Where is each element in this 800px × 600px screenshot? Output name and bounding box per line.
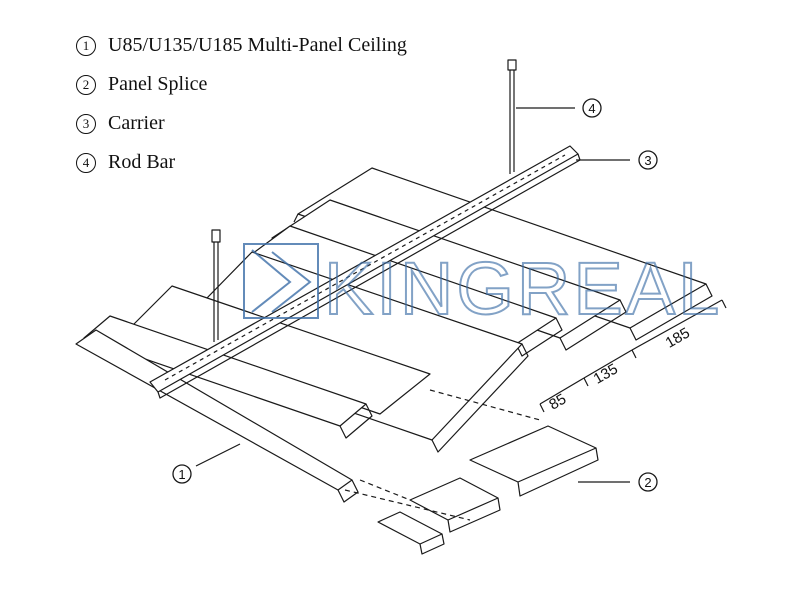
watermark-text: KINGREAL [324,247,722,330]
legend-item: 1 U85/U135/U185 Multi-Panel Ceiling [76,26,407,65]
dimension-85: 85 [546,391,569,414]
callout-2: 2 [638,472,658,492]
panel-splice [377,511,445,555]
callout-4-label: 4 [588,101,595,116]
callout-4: 4 [582,98,602,118]
panel-front-long [75,329,359,503]
legend: 1 U85/U135/U185 Multi-Panel Ceiling 2 Pa… [76,26,407,182]
carrier [149,145,581,399]
panel-185 [293,167,713,341]
panel-85-front [83,315,373,439]
legend-item: 2 Panel Splice [76,65,407,104]
panel-splice [409,477,501,533]
leader-lines [195,107,630,483]
rod-bar [211,229,221,342]
panel-splice [469,425,599,497]
kingreal-logo: KINGREAL [243,243,722,331]
legend-number: 4 [76,152,96,173]
callout-3-label: 3 [644,153,651,168]
legend-label: U85/U135/U185 Multi-Panel Ceiling [108,34,407,56]
legend-label: Rod Bar [108,151,176,173]
legend-label: Panel Splice [108,73,208,95]
legend-number: 3 [76,113,96,134]
legend-item: 4 Rod Bar [76,143,407,182]
legend-number: 1 [76,35,96,56]
legend-item: 3 Carrier [76,104,407,143]
dimension-lines [539,299,727,413]
rod-bar [507,59,517,174]
dimension-135: 135 [591,360,621,387]
hidden-lines [344,389,541,521]
legend-number: 2 [76,74,96,95]
callout-3: 3 [638,150,658,170]
legend-label: Carrier [108,112,165,134]
panel [271,199,627,351]
callout-2-label: 2 [644,475,651,490]
callout-1: 1 [172,464,192,484]
panel [129,285,431,415]
logo-mark-icon [243,243,319,319]
callout-1-label: 1 [178,467,185,482]
